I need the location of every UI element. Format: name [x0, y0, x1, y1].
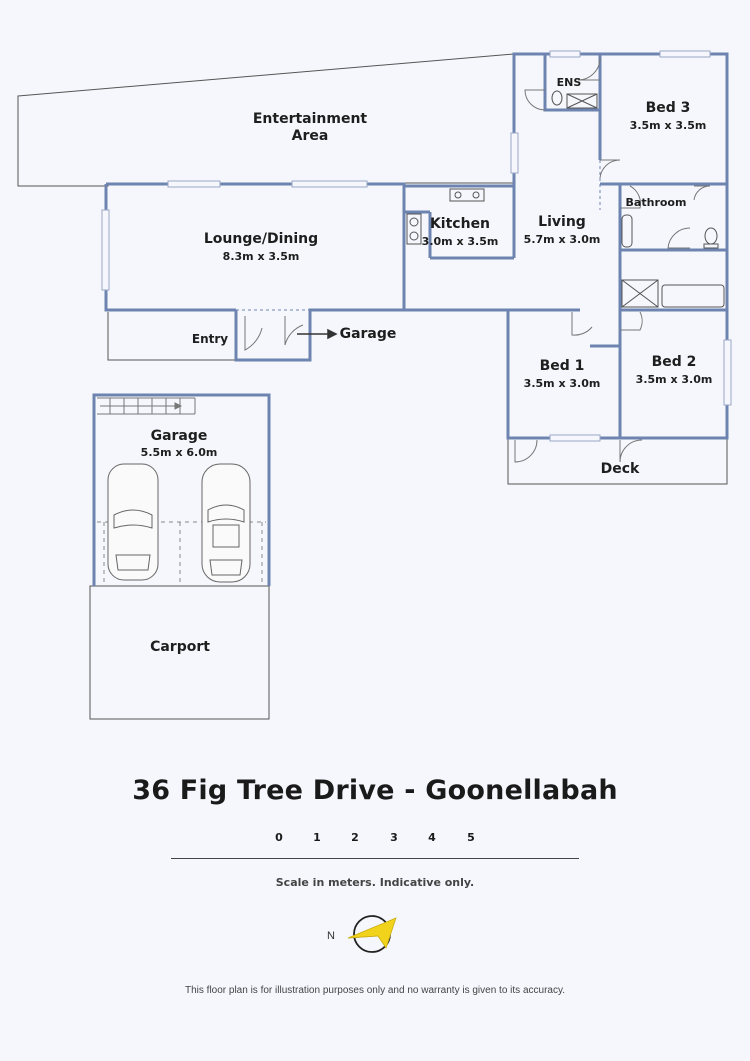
floor-plan: [17, 50, 732, 720]
car-icons: [107, 463, 251, 583]
room-lounge-size: 8.3m x 3.5m: [222, 250, 300, 263]
room-deck-label: Deck: [600, 461, 640, 477]
deck-outline: [507, 438, 728, 485]
entry-porch-outline: [107, 312, 236, 361]
room-garage-size: 5.5m x 6.0m: [140, 446, 218, 459]
room-bed3-size: 3.5m x 3.5m: [629, 119, 707, 132]
scale-bar: [171, 858, 579, 859]
page-title: 36 Fig Tree Drive - Goonellabah: [132, 775, 618, 806]
scale-tick: 4: [428, 831, 436, 844]
house-walls: [92, 52, 729, 586]
room-carport-label: Carport: [150, 639, 210, 655]
room-garage-arrow-label: Garage: [339, 326, 397, 342]
scale-tick: 3: [390, 831, 398, 844]
room-bathroom-label: Bathroom: [625, 196, 687, 209]
scale-tick: 5: [467, 831, 475, 844]
room-bed1-size: 3.5m x 3.0m: [523, 377, 601, 390]
room-lounge-label: Lounge/Dining: [203, 231, 319, 247]
carport-outline: [89, 585, 270, 720]
room-ens-label: ENS: [556, 76, 582, 89]
scale-note: Scale in meters. Indicative only.: [275, 876, 475, 889]
garage-arrow-icon: [297, 328, 338, 340]
room-bed1-label: Bed 1: [539, 358, 585, 374]
garage-stairs: [97, 397, 196, 415]
room-living-label: Living: [538, 214, 586, 230]
car-icon: [201, 463, 251, 583]
disclaimer: This floor plan is for illustration purp…: [185, 985, 565, 996]
room-entry-label: Entry: [191, 332, 229, 346]
compass-icon: [347, 915, 397, 953]
room-bed2-size: 3.5m x 3.0m: [635, 373, 713, 386]
scale-tick: 0: [275, 831, 283, 844]
room-kitchen-label: Kitchen: [429, 216, 491, 232]
room-bed2-label: Bed 2: [651, 354, 697, 370]
room-entertainment-label: Entertainment Area: [252, 111, 368, 144]
room-garage-label: Garage: [150, 428, 208, 444]
scale-tick: 2: [351, 831, 359, 844]
scale-tick: 1: [313, 831, 321, 844]
room-kitchen-size: 3.0m x 3.5m: [421, 235, 499, 248]
north-label: N: [327, 930, 335, 942]
room-living-size: 5.7m x 3.0m: [523, 233, 601, 246]
room-bed3-label: Bed 3: [645, 100, 691, 116]
